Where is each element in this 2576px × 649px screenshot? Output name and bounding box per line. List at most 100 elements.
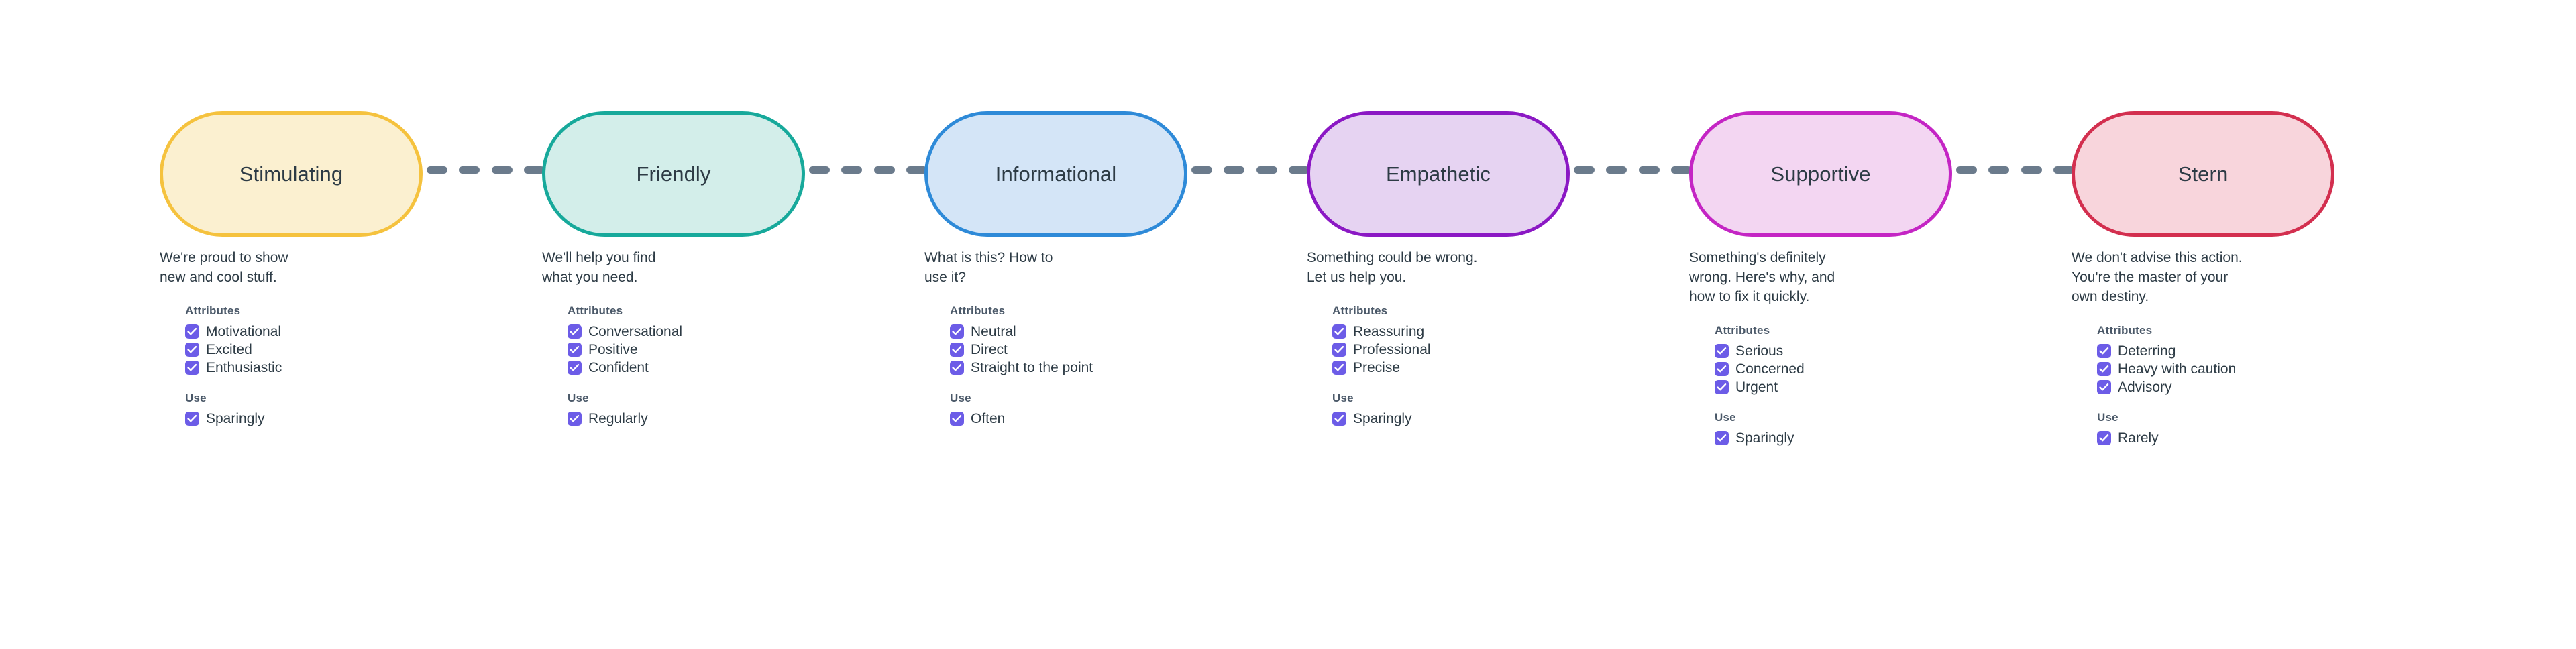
checkmark-icon[interactable] xyxy=(1332,361,1346,375)
checkmark-icon[interactable] xyxy=(185,361,199,375)
checkbox-label: Precise xyxy=(1353,360,1401,375)
tone-pill[interactable]: Stimulating xyxy=(160,111,423,237)
checkmark-icon[interactable] xyxy=(2097,344,2111,358)
checkbox-label: Conversational xyxy=(588,324,683,339)
tone-pill-label: Informational xyxy=(995,162,1117,186)
tone-pill[interactable]: Supportive xyxy=(1689,111,1952,237)
checkbox-row[interactable]: Advisory xyxy=(2097,378,2236,396)
checkbox-row[interactable]: Regularly xyxy=(568,410,682,428)
checkmark-icon[interactable] xyxy=(185,343,199,357)
checkmark-icon[interactable] xyxy=(2097,431,2111,445)
connector-dash xyxy=(523,166,545,174)
connector-dash xyxy=(873,166,895,174)
checkbox-label: Positive xyxy=(588,342,638,357)
connector-dash xyxy=(809,166,830,174)
group-title: Use xyxy=(1332,392,1354,404)
checkmark-icon[interactable] xyxy=(950,412,964,426)
checkbox-label: Sparingly xyxy=(206,411,265,426)
checkmark-icon[interactable] xyxy=(1715,431,1729,445)
checkmark-icon[interactable] xyxy=(1715,380,1729,394)
group-title: Attributes xyxy=(2097,324,2153,337)
connector-dash xyxy=(2053,166,2074,174)
checkmark-icon[interactable] xyxy=(1715,362,1729,376)
checkbox-row[interactable]: Precise xyxy=(1332,359,1431,377)
checkbox-label: Deterring xyxy=(2118,343,2176,359)
checkmark-icon[interactable] xyxy=(185,324,199,339)
checkmark-icon[interactable] xyxy=(1332,324,1346,339)
checkbox-row[interactable]: Professional xyxy=(1332,341,1431,359)
checkmark-icon[interactable] xyxy=(568,361,582,375)
connector-dash xyxy=(1574,166,1595,174)
pill-slot: Stimulating xyxy=(160,0,545,237)
checkbox-row[interactable]: Concerned xyxy=(1715,360,1805,378)
checkmark-icon[interactable] xyxy=(1332,412,1346,426)
checkbox-row[interactable]: Excited xyxy=(185,341,282,359)
connector-dash xyxy=(1956,166,1977,174)
checkbox-row[interactable]: Conversational xyxy=(568,322,682,341)
connector-dash xyxy=(1606,166,1627,174)
checkbox-label: Rarely xyxy=(2118,430,2159,446)
checkmark-icon[interactable] xyxy=(950,324,964,339)
checkbox-row[interactable]: Serious xyxy=(1715,342,1805,360)
connector-dash xyxy=(459,166,480,174)
checkmark-icon[interactable] xyxy=(568,343,582,357)
checkbox-row[interactable]: Motivational xyxy=(185,322,282,341)
tone-pill[interactable]: Stern xyxy=(2072,111,2334,237)
checkbox-label: Motivational xyxy=(206,324,282,339)
group-title: Attributes xyxy=(185,304,241,317)
checkbox-row[interactable]: Confident xyxy=(568,359,682,377)
checkbox-label: Urgent xyxy=(1735,379,1778,395)
checkbox-row[interactable]: Positive xyxy=(568,341,682,359)
checkmark-icon[interactable] xyxy=(1332,343,1346,357)
checkbox-label: Excited xyxy=(206,342,252,357)
checkbox-row[interactable]: Sparingly xyxy=(1332,410,1431,428)
checkmark-icon[interactable] xyxy=(568,324,582,339)
tone-pill[interactable]: Empathetic xyxy=(1307,111,1570,237)
group-title: Use xyxy=(2097,411,2118,424)
checkbox-row[interactable]: Heavy with caution xyxy=(2097,360,2236,378)
tone-pill[interactable]: Friendly xyxy=(542,111,805,237)
checkbox-row[interactable]: Sparingly xyxy=(1715,429,1805,447)
pill-slot: Empathetic xyxy=(1307,0,1692,237)
checkbox-row[interactable]: Rarely xyxy=(2097,429,2236,447)
dashed-connector xyxy=(1574,166,1692,174)
connector-dash xyxy=(1191,166,1212,174)
checkmark-icon[interactable] xyxy=(2097,380,2111,394)
checkmark-icon[interactable] xyxy=(950,361,964,375)
checkmark-icon[interactable] xyxy=(950,343,964,357)
pill-slot: Stern xyxy=(2072,0,2454,237)
tone-pill[interactable]: Informational xyxy=(924,111,1187,237)
checkbox-row[interactable]: Neutral xyxy=(950,322,1093,341)
tone-pill-label: Friendly xyxy=(636,162,711,186)
tone-description: Something could be wrong. Let us help yo… xyxy=(1307,250,1478,285)
connector-dash xyxy=(1670,166,1692,174)
tone-pill-label: Empathetic xyxy=(1385,162,1491,186)
checkbox-row[interactable]: Urgent xyxy=(1715,378,1805,396)
group-title: Attributes xyxy=(568,304,623,317)
checkbox-row[interactable]: Direct xyxy=(950,341,1093,359)
checkbox-label: Confident xyxy=(588,360,649,375)
dashed-connector xyxy=(1191,166,1309,174)
checkmark-icon[interactable] xyxy=(185,412,199,426)
checkmark-icon[interactable] xyxy=(2097,362,2111,376)
checkbox-label: Direct xyxy=(971,342,1008,357)
group-title: Use xyxy=(568,392,589,404)
checkbox-row[interactable]: Straight to the point xyxy=(950,359,1093,377)
checkbox-row[interactable]: Sparingly xyxy=(185,410,282,428)
checkbox-label: Sparingly xyxy=(1353,411,1412,426)
checkbox-row[interactable]: Reassuring xyxy=(1332,322,1431,341)
checkbox-row[interactable]: Often xyxy=(950,410,1093,428)
checkmark-icon[interactable] xyxy=(568,412,582,426)
connector-dash xyxy=(427,166,447,174)
checkbox-row[interactable]: Enthusiastic xyxy=(185,359,282,377)
checkmark-icon[interactable] xyxy=(1715,344,1729,358)
connector-dash xyxy=(1988,166,2010,174)
checkbox-row[interactable]: Deterring xyxy=(2097,342,2236,360)
